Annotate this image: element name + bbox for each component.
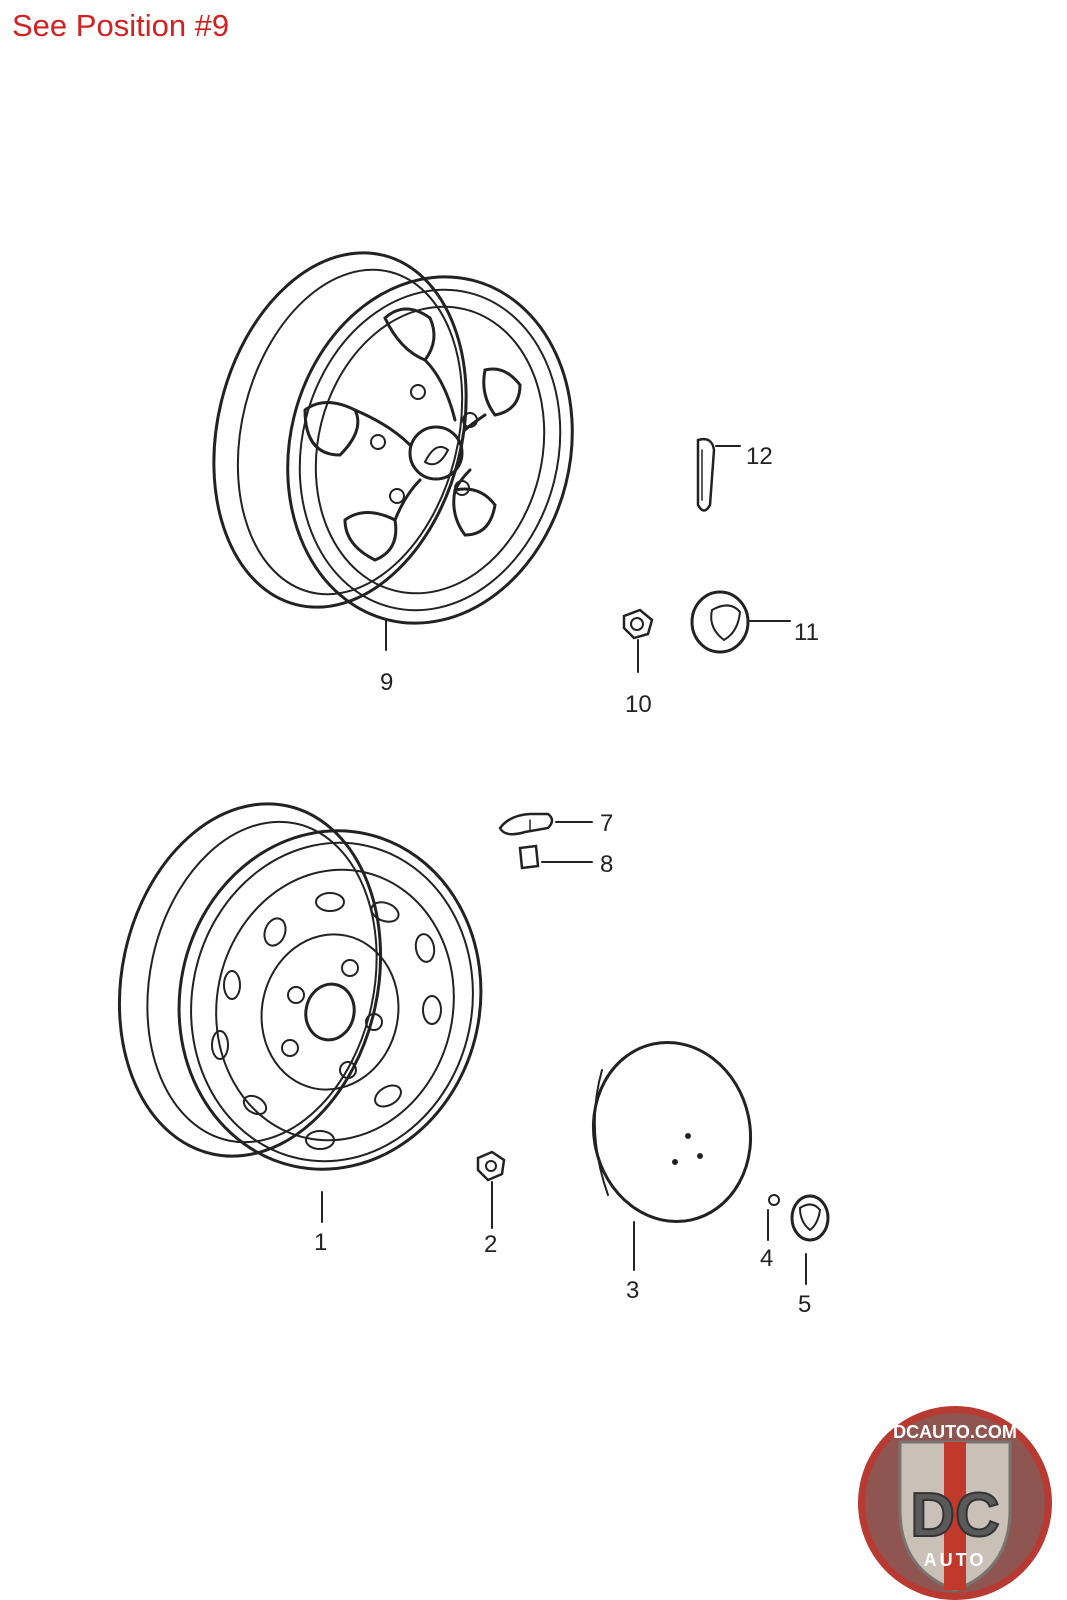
callout-9: 9 (380, 669, 393, 696)
emblem (790, 1194, 830, 1285)
callout-11: 11 (794, 619, 819, 646)
callout-1: 1 (314, 1229, 327, 1256)
alloy-lug-nut (622, 608, 654, 673)
callout-10: 10 (625, 691, 652, 718)
logo-site: DCAUTO.COM (893, 1422, 1017, 1442)
dcauto-logo: DC AUTO DCAUTO.COM (858, 1406, 1052, 1600)
steel-wheel (117, 802, 483, 1223)
logo-mark: DC (910, 1481, 1000, 1550)
callout-5: 5 (798, 1291, 811, 1318)
steel-lug-nut (476, 1150, 506, 1229)
callout-8: 8 (600, 851, 613, 878)
clip (767, 1194, 780, 1241)
hub-cap (591, 1040, 753, 1271)
callout-2: 2 (484, 1231, 497, 1258)
callout-4: 4 (760, 1245, 773, 1272)
alloy-wheel (212, 251, 574, 651)
valve-cap (518, 844, 593, 870)
callout-3: 3 (626, 1277, 639, 1304)
page-title: See Position #9 (12, 8, 230, 43)
alloy-center-cap (690, 590, 791, 654)
valve-stem (498, 812, 593, 836)
callout-7: 7 (600, 810, 613, 837)
callout-12: 12 (746, 443, 773, 470)
balance-weight (696, 437, 741, 512)
logo-sub: AUTO (924, 1550, 987, 1570)
